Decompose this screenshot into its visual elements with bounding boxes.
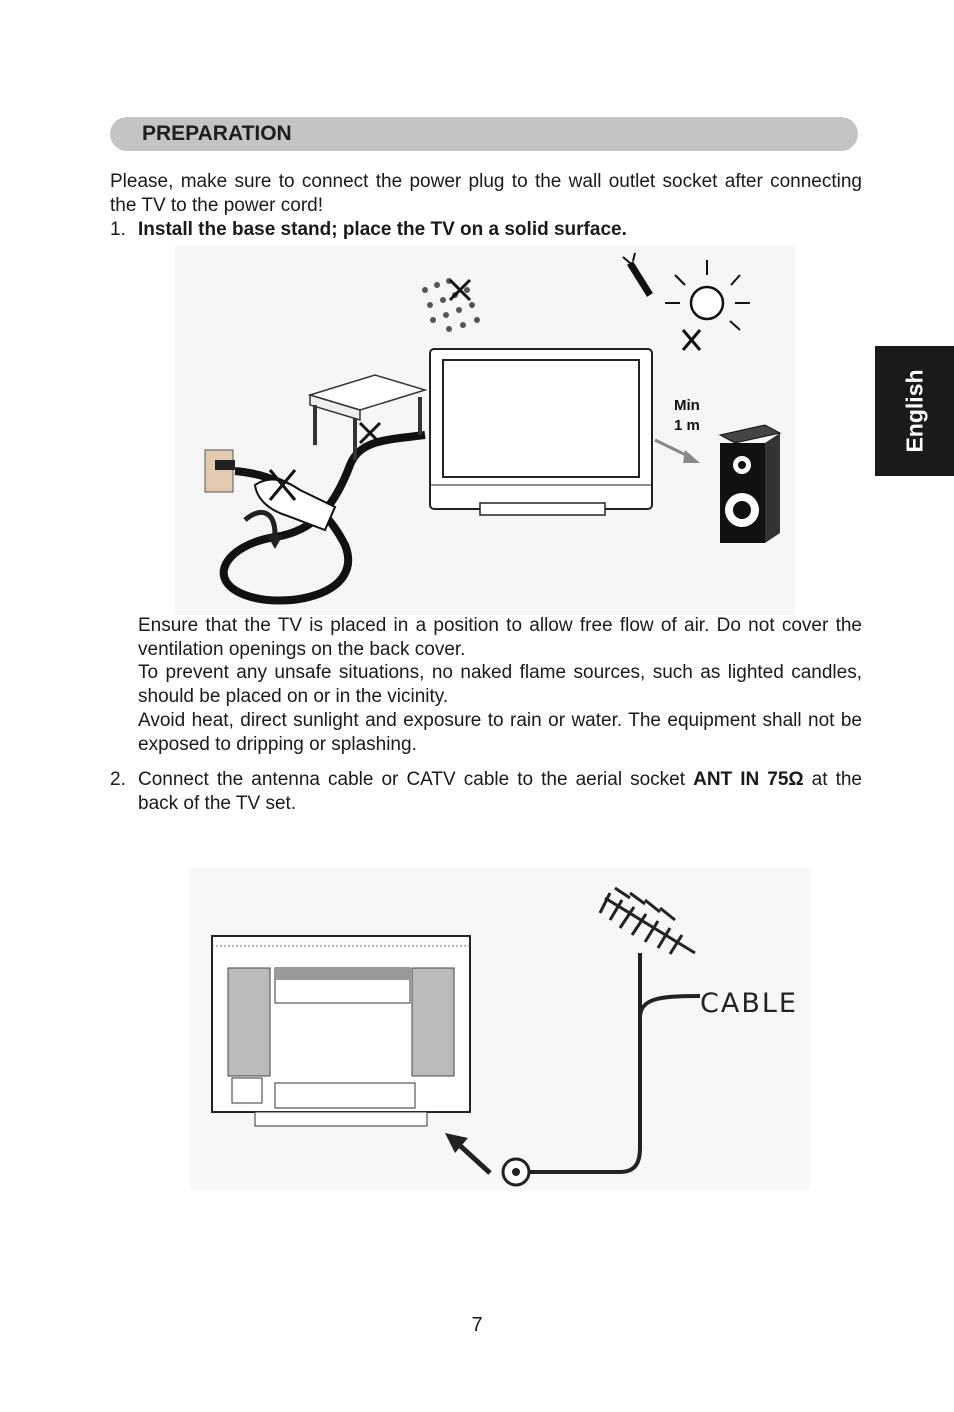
antenna-connection-illustration: CABLE: [190, 868, 810, 1190]
intro-paragraph: Please, make sure to connect the power p…: [110, 171, 862, 216]
step1-title: Install the base stand; place the TV on …: [138, 219, 627, 240]
language-tab-label: English: [901, 369, 927, 453]
page-number: 7: [471, 1314, 483, 1336]
step1-number: 1.: [110, 219, 126, 240]
step2-text-after: at the back of the TV set.: [138, 769, 862, 814]
min-label: Min: [674, 397, 700, 414]
step2-text-before: Connect the antenna cable or CATV cable …: [138, 769, 694, 790]
step2-text: Connect the antenna cable or CATV cable …: [138, 768, 862, 816]
section-title: PREPARATION: [142, 122, 292, 145]
step1-note-ventilation: Ensure that the TV is placed in a positi…: [138, 615, 862, 660]
distance-label: 1 m: [674, 417, 700, 434]
step1-note-flame: To prevent any unsafe situations, no nak…: [138, 662, 862, 707]
step1-note-heat: Avoid heat, direct sunlight and exposure…: [138, 710, 862, 755]
tv-placement-illustration: Min 1 m: [175, 245, 795, 615]
step2-socket-name: ANT IN 75Ω: [693, 769, 804, 790]
section-header-bar: PREPARATION: [110, 117, 858, 151]
language-tab: English: [875, 346, 954, 476]
cable-label: CABLE: [700, 988, 798, 1019]
step2-number: 2.: [110, 769, 126, 790]
